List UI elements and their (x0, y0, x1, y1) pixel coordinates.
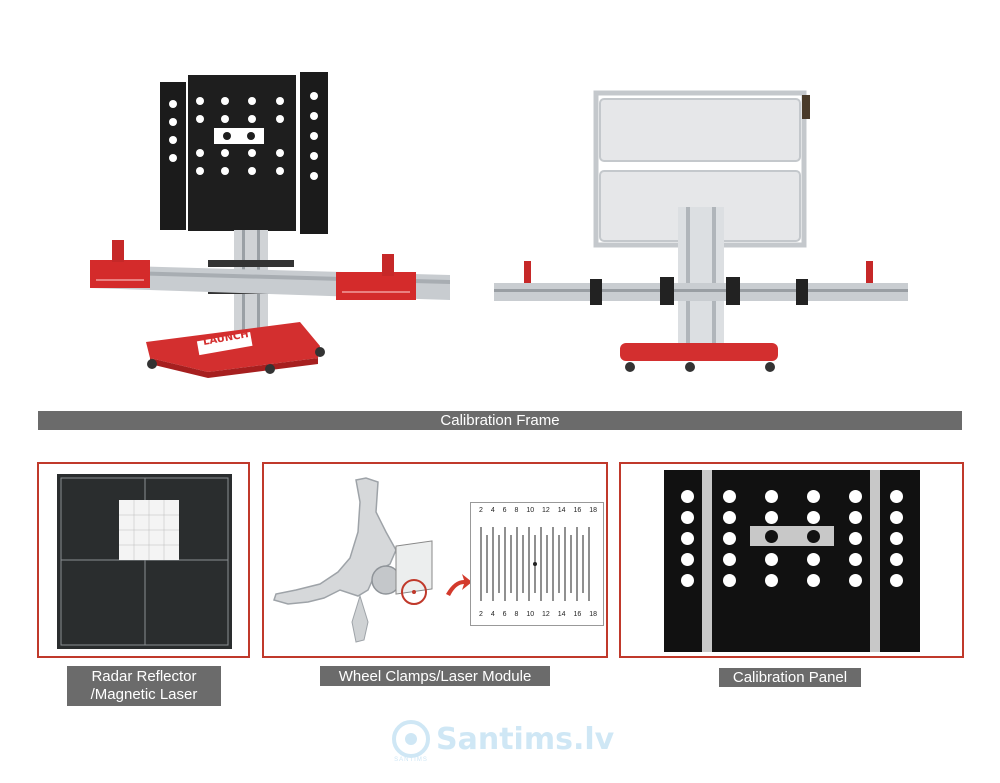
scale-top-label: 4 (490, 507, 495, 514)
scale-bottom-label: 12 (542, 611, 550, 618)
watermark-ring-text: SANTIMS (394, 757, 428, 763)
watermark-ring-icon: SANTIMS (392, 720, 430, 763)
scale-top-label: 2 (479, 507, 483, 514)
laser-scale-card: 2 4 6 8 10 12 14 16 18 2 4 6 (470, 502, 604, 626)
caption-radar-line1: Radar Reflector (91, 668, 197, 685)
arrow-right-icon (446, 574, 472, 596)
scale-bottom-label: 18 (589, 611, 597, 618)
calibration-panel-board (664, 470, 920, 652)
panel-calibration-panel (619, 462, 964, 658)
scale-bottom-label: 8 (514, 611, 519, 618)
scale-top-label: 10 (526, 507, 535, 514)
scale-top-label: 12 (542, 507, 550, 514)
scale-bottom-label: 6 (502, 611, 507, 618)
caption-calibration-panel: Calibration Panel (719, 668, 861, 687)
scale-bottom-labels: 2 4 6 8 10 12 14 16 18 (479, 611, 597, 618)
radar-reflector-image (57, 474, 232, 649)
section-bar-label: Calibration Frame (440, 412, 560, 429)
scale-bottom-label: 14 (557, 611, 566, 618)
watermark-text: Santims.lv (436, 721, 615, 757)
wheel-clamp-image (273, 477, 433, 643)
panel-radar-reflector (37, 462, 250, 658)
scale-top-label: 6 (502, 507, 507, 514)
panel-stripe-right (870, 470, 880, 652)
caption-wheel-clamps-text: Wheel Clamps/Laser Module (338, 667, 532, 685)
scale-bottom-label: 4 (490, 611, 495, 618)
panel-wheel-clamps: 2 4 6 8 10 12 14 16 18 2 4 6 (262, 462, 608, 658)
scale-bottom-label: 2 (479, 611, 483, 618)
caption-radar-line2: /Magnetic Laser (90, 686, 198, 703)
watermark-logo: SANTIMS Santims.lv (392, 716, 622, 763)
scale-top-label: 14 (557, 507, 566, 514)
scale-top-label: 16 (573, 507, 582, 514)
scale-bottom-label: 16 (573, 611, 582, 618)
scale-bottom-label: 10 (526, 611, 535, 618)
panel-center-bar (750, 526, 834, 546)
scale-top-label: 8 (514, 507, 519, 514)
caption-wheel-clamps: Wheel Clamps/Laser Module (320, 666, 550, 686)
caption-calibration-panel-text: Calibration Panel (732, 669, 848, 686)
panel-stripe-left (702, 470, 712, 652)
scale-top-label: 18 (589, 507, 597, 514)
caption-radar-reflector: Radar Reflector /Magnetic Laser (67, 666, 221, 706)
calibration-frame-rear-view (490, 85, 910, 375)
scale-top-labels: 2 4 6 8 10 12 14 16 18 (479, 507, 597, 514)
scale-ticks (480, 527, 590, 601)
calibration-frame-front-view: LAUNCH (90, 60, 450, 380)
section-bar-calibration-frame: Calibration Frame (38, 411, 962, 430)
